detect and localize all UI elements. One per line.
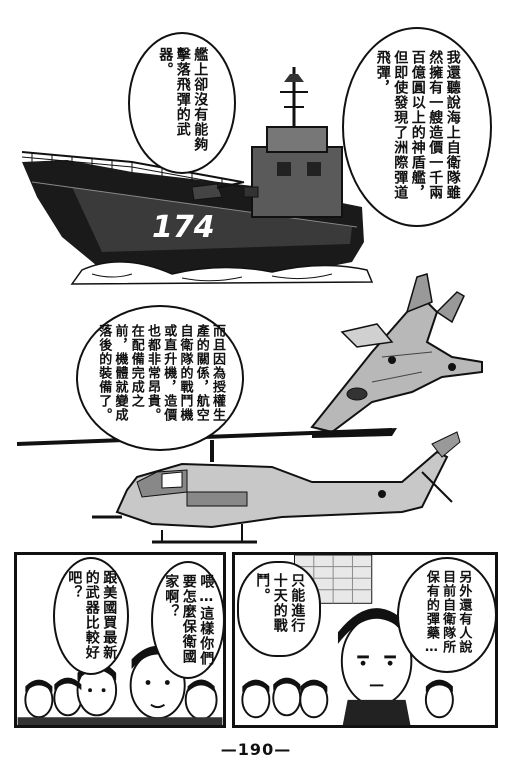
bubble-text: 喂…這樣你們要怎麼保衛國家啊？ <box>163 574 215 666</box>
crowd-art-right <box>241 555 454 725</box>
top-illustration: 174 <box>12 12 500 547</box>
bubble-text: 而且因為授權生產的關係，航空自衛隊的戰鬥機或直升機，造價也都非常昂貴。在配備完成… <box>96 324 225 422</box>
speech-bubble-ship-weapons: 艦上卻沒有能夠擊落飛彈的武器。 <box>128 32 236 174</box>
speech-bubble-licensed-production: 而且因為授權生產的關係，航空自衛隊的戰鬥機或直升機，造價也都非常昂貴。在配備完成… <box>76 305 244 451</box>
speech-bubble-aegis-price: 我還聽說海上自衛隊雖然擁有一艘造價一千兩百億圓以上的神盾艦，但即使發現了洲際彈道… <box>342 27 492 227</box>
bubble-text: 另外還有人說目前自衛隊所保有的彈藥… <box>423 570 472 656</box>
attack-helicopter <box>16 428 461 544</box>
speech-bubble-how-defend: 喂…這樣你們要怎麼保衛國家啊？ <box>151 561 223 679</box>
warship-jet-helicopter-art: 174 <box>16 67 483 544</box>
speech-bubble-ten-days: 只能進行十天的戰鬥。 <box>237 561 321 657</box>
ship-hull-number: 174 <box>152 210 215 245</box>
destroyer-ship <box>21 67 374 285</box>
speech-bubble-ammo-left: 另外還有人說目前自衛隊所保有的彈藥… <box>397 557 495 673</box>
bubble-text: 跟美國買最新的武器比較好吧？ <box>66 570 118 660</box>
panel-bottom-right: 只能進行十天的戰鬥。 另外還有人說目前自衛隊所保有的彈藥… <box>232 552 498 728</box>
fighter-jet <box>310 273 483 434</box>
speech-bubble-buy-american: 跟美國買最新的武器比較好吧？ <box>53 557 129 675</box>
bubble-text: 只能進行十天的戰鬥。 <box>254 573 306 633</box>
bubble-text: 我還聽說海上自衛隊雖然擁有一艘造價一千兩百億圓以上的神盾艦，但即使發現了洲際彈道… <box>374 49 461 200</box>
panel-bottom-left: 喂…這樣你們要怎麼保衛國家啊？ 跟美國買最新的武器比較好吧？ <box>14 552 226 728</box>
bubble-text: 艦上卻沒有能夠擊落飛彈的武器。 <box>157 47 209 152</box>
page-number: —190— <box>220 740 292 759</box>
